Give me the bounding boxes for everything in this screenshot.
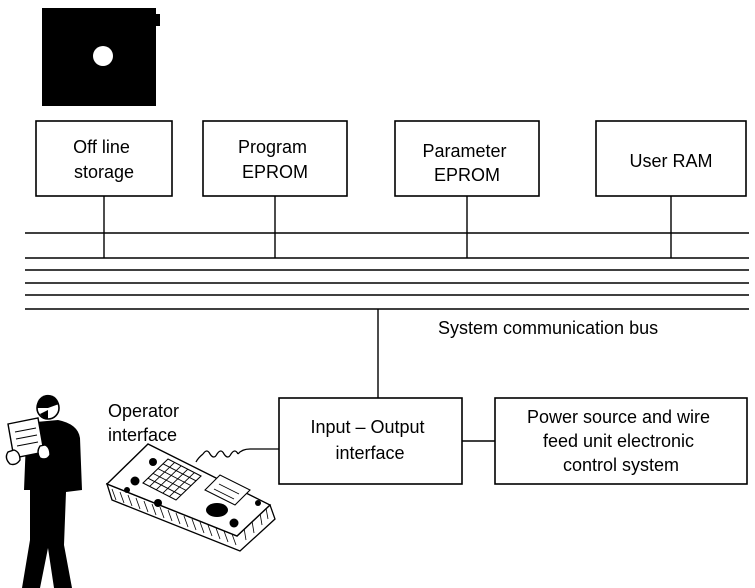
user-ram-label: User RAM xyxy=(629,151,712,171)
power-source-label-1: Power source and wire xyxy=(527,407,710,427)
operator-figure-icon xyxy=(5,394,82,588)
program-eprom-box: Program EPROM xyxy=(202,120,348,197)
operator-interface-label: Operator interface xyxy=(108,401,184,445)
program-eprom-label-1: Program xyxy=(238,137,307,157)
power-source-label-3: control system xyxy=(563,455,679,475)
offline-storage-label-2: storage xyxy=(74,162,134,182)
svg-text:User RAM: User RAM xyxy=(629,151,712,171)
offline-storage-label-1: Off line xyxy=(73,137,130,157)
top-box-connectors xyxy=(103,196,672,258)
keypad-cable xyxy=(195,448,279,463)
operator-interface-label-2: interface xyxy=(108,425,177,445)
svg-text:Power source and wire fe: Power source and wire feed unit electron… xyxy=(527,407,715,475)
io-interface-box: Input – Output interface xyxy=(278,397,463,485)
io-interface-label-2: interface xyxy=(335,443,404,463)
parameter-eprom-box: Parameter EPROM xyxy=(394,120,540,197)
power-source-label-2: feed unit electronic xyxy=(543,431,694,451)
bus-label: System communication bus xyxy=(438,318,658,338)
operator-interface-label-1: Operator xyxy=(108,401,179,421)
svg-text:Program EPROM: Program EPROM xyxy=(238,137,312,182)
parameter-eprom-label-1: Parameter xyxy=(422,141,506,161)
system-bus-lines xyxy=(25,232,749,310)
user-ram-box: User RAM xyxy=(595,120,747,197)
io-interface-label-1: Input – Output xyxy=(310,417,424,437)
keypad-icon xyxy=(105,443,276,552)
program-eprom-label-2: EPROM xyxy=(242,162,308,182)
svg-text:Input – Output interface: Input – Output interface xyxy=(310,417,429,463)
parameter-eprom-label-2: EPROM xyxy=(434,165,500,185)
offline-storage-box: Off line storage xyxy=(35,120,173,197)
floppy-disk-icon xyxy=(42,8,160,106)
power-source-box: Power source and wire feed unit electron… xyxy=(494,397,748,485)
svg-text:Parameter EPROM: Parameter EPROM xyxy=(422,141,511,185)
svg-text:Off line storage: Off line storage xyxy=(73,137,135,182)
